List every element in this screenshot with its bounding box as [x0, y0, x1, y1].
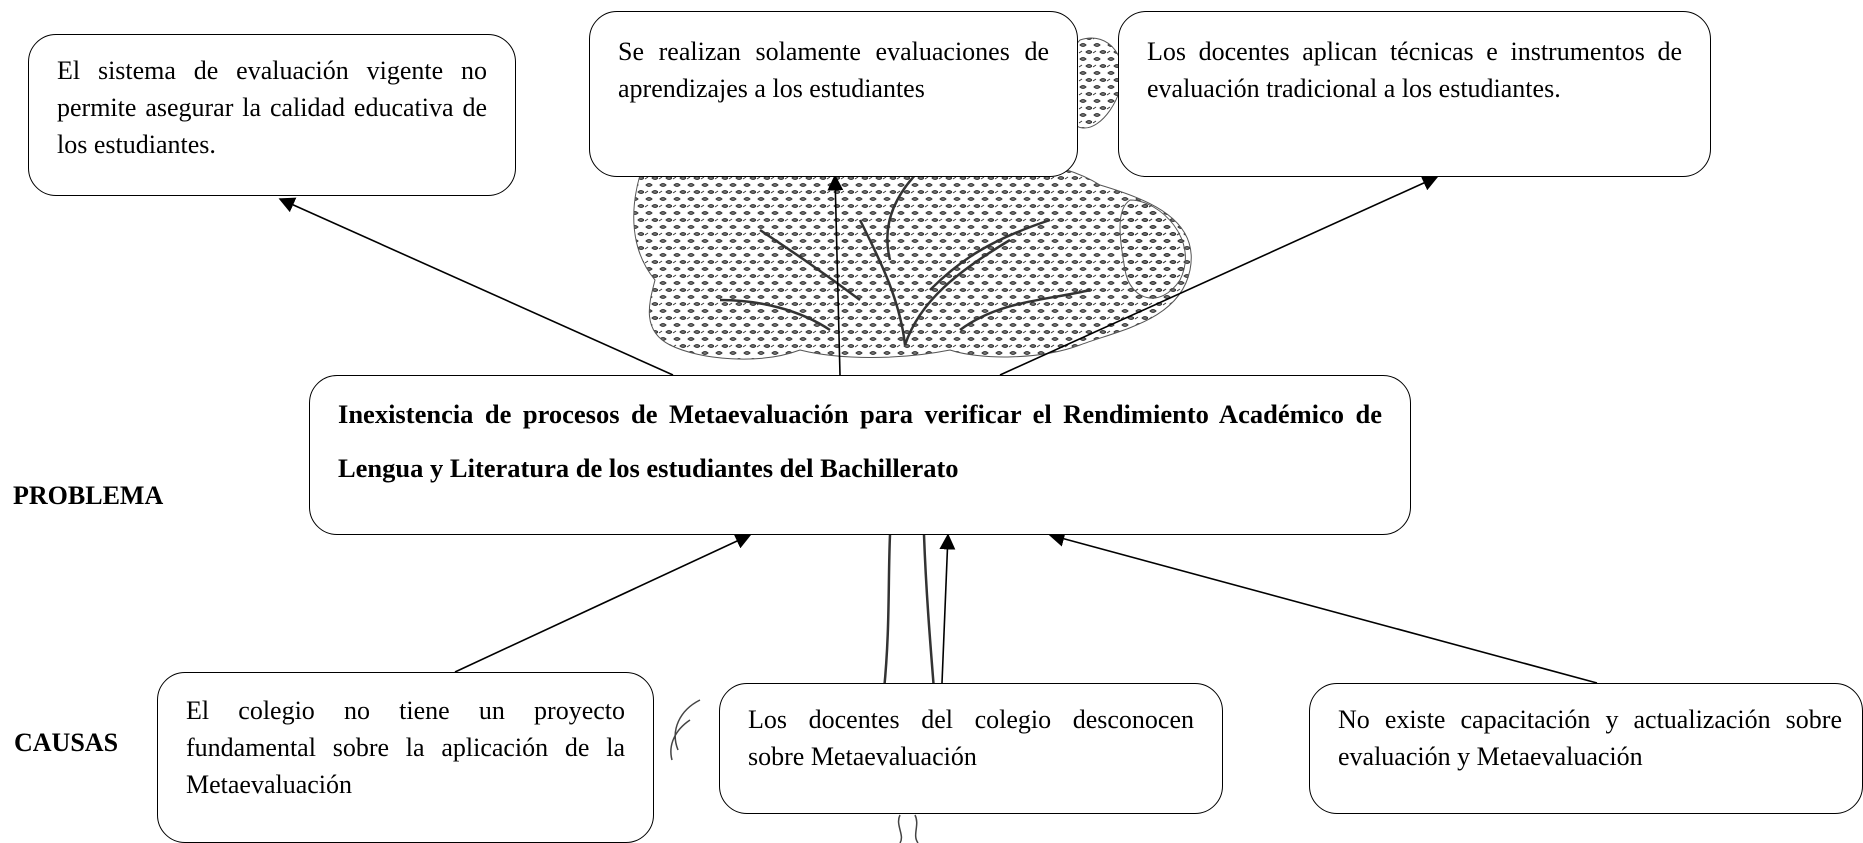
problem-label: PROBLEMA — [13, 481, 164, 510]
cause-box-2: Los docentes del colegio desconocen sobr… — [719, 683, 1223, 814]
cause-text-2: Los docentes del colegio desconocen sobr… — [748, 705, 1194, 771]
effect-box-2: Se realizan solamente evaluaciones de ap… — [589, 11, 1078, 177]
cause-box-1: El colegio no tiene un proyecto fundamen… — [157, 672, 654, 843]
effect-text-2: Se realizan solamente evaluaciones de ap… — [618, 37, 1049, 103]
causes-label: CAUSAS — [14, 728, 119, 757]
cause-text-3: No existe capacitación y actualización s… — [1338, 705, 1842, 771]
cause-text-1: El colegio no tiene un proyecto fundamen… — [186, 696, 625, 799]
tree-trunk — [819, 534, 1011, 704]
problem-text: Inexistencia de procesos de Metaevaluaci… — [338, 399, 1382, 483]
effect-box-1: El sistema de evaluación vigente no perm… — [28, 34, 516, 196]
problem-box: Inexistencia de procesos de Metaevaluaci… — [309, 375, 1411, 535]
effect-box-3: Los docentes aplican técnicas e instrume… — [1118, 11, 1711, 177]
effect-text-3: Los docentes aplican técnicas e instrume… — [1147, 37, 1682, 103]
cause-box-3: No existe capacitación y actualización s… — [1309, 683, 1863, 814]
effect-text-1: El sistema de evaluación vigente no perm… — [57, 56, 487, 159]
